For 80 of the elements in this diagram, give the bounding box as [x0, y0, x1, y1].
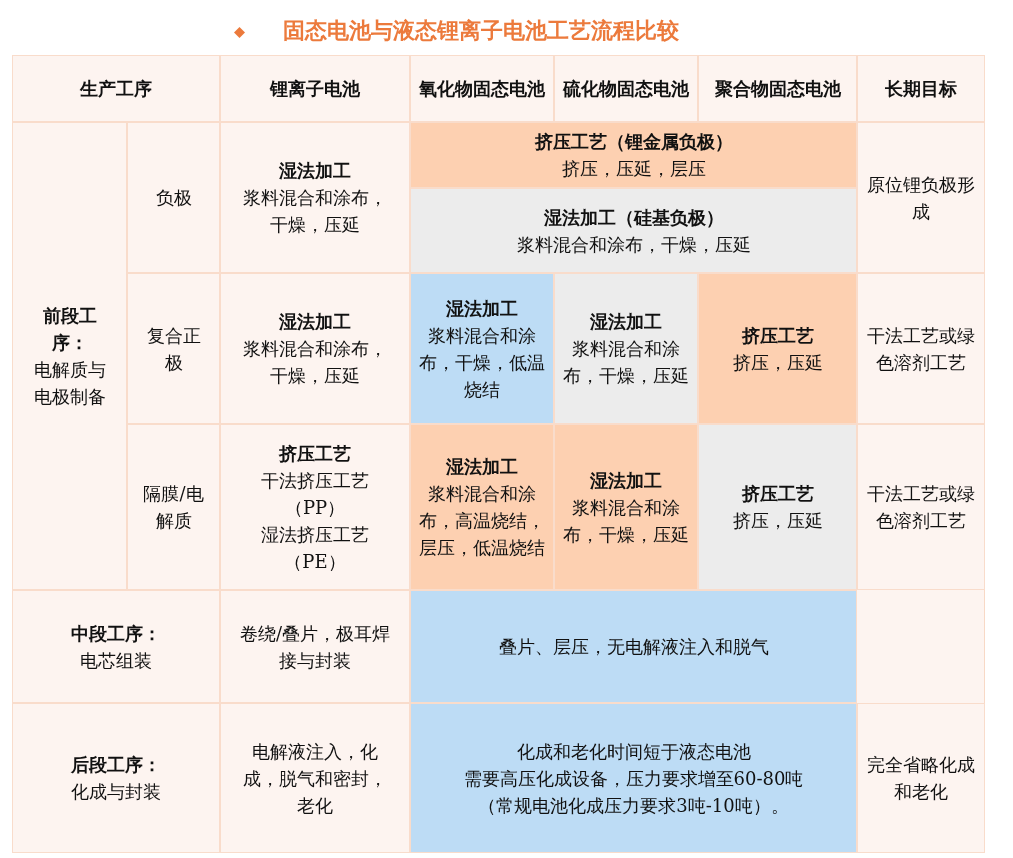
table-cell	[857, 55, 985, 122]
cell-text: 电解液注入，化成，脱气和密封，老化	[242, 739, 388, 818]
cell-heading: 锂离子电池	[270, 77, 360, 101]
cell-text: 完全省略化成和老化	[866, 753, 976, 804]
table-cell	[554, 273, 698, 424]
table-cell	[698, 55, 857, 122]
cell-text: 电芯组装	[80, 648, 152, 673]
cell-heading: 挤压工艺	[741, 482, 814, 506]
cell-heading: 湿法加工	[590, 310, 662, 334]
cell-heading: 挤压工艺	[741, 323, 814, 348]
cell-text: 卷绕/叠片，极耳焊接与封装	[239, 621, 391, 673]
cell-text: 化成和老化时间短于液态电池	[516, 739, 751, 764]
table-cell	[410, 188, 857, 273]
cell-text: 浆料混合和涂布，干燥，压延	[563, 337, 689, 388]
table-cell	[127, 273, 220, 424]
cell-heading: 生产工序	[80, 77, 152, 101]
cell-text: （常规电池化成压力要求3吨-10吨）。	[478, 793, 789, 818]
cell-text: 负极	[155, 186, 192, 210]
cell-heading: 湿法加工	[446, 296, 518, 321]
cell-text: 干法挤压工艺（PP）	[260, 468, 370, 520]
cell-text: 挤压，压延	[732, 509, 823, 533]
cell-text: 复合正极	[145, 323, 202, 375]
cell-heading: 湿法加工	[279, 310, 351, 334]
cell-text: 湿法挤压工艺（PE）	[260, 522, 370, 574]
table-cell	[12, 122, 127, 590]
cell-heading: 长期目标	[885, 77, 957, 101]
cell-text: 浆料混合和涂布，干燥，压延	[242, 337, 388, 388]
table-cell	[220, 273, 410, 424]
cell-heading: 湿法加工	[446, 455, 518, 479]
table-cell	[220, 703, 410, 853]
cell-text: 原位锂负极形成	[866, 172, 976, 224]
table-cell	[857, 424, 985, 590]
title: 固态电池与液态锂离子电池工艺流程比较	[283, 16, 679, 45]
cell-text: 干法工艺或绿色溶剂工艺	[866, 482, 976, 533]
table-cell	[857, 703, 985, 853]
cell-text: 电解质与电极制备	[32, 358, 107, 409]
table-cell	[220, 590, 410, 703]
cell-text: 需要高压化成设备，压力要求增至60-80吨	[463, 766, 804, 791]
table-cell	[410, 703, 857, 853]
table-cell	[12, 703, 220, 853]
table-cell	[410, 55, 554, 122]
cell-text: 浆料混合和涂布，干燥，压延	[516, 232, 751, 257]
cell-heading: 前段工序：	[41, 304, 98, 355]
table-cell	[220, 55, 410, 122]
table-cell	[410, 273, 554, 424]
cell-heading: 中段工序：	[71, 621, 161, 646]
cell-text: 浆料混合和涂布，高温烧结，层压，低温烧结	[419, 482, 545, 560]
table-cell	[410, 424, 554, 590]
table-cell	[127, 122, 220, 273]
table-cell	[12, 590, 220, 703]
cell-heading: 湿法加工	[279, 159, 351, 183]
table-cell	[857, 273, 985, 424]
table-cell	[698, 273, 857, 424]
cell-heading: 湿法加工（硅基负极）	[543, 205, 724, 230]
cell-heading: 硫化物固态电池	[563, 77, 689, 101]
cell-text: 隔膜/电解质	[142, 482, 205, 533]
cell-text: 挤压，压延	[732, 350, 823, 375]
table-cell	[554, 55, 698, 122]
cell-text: 化成与封装	[71, 780, 161, 804]
cell-heading: 聚合物固态电池	[714, 77, 841, 101]
cell-text: 浆料混合和涂布，干燥，低温烧结	[419, 323, 545, 402]
table-cell	[220, 424, 410, 590]
table-cell	[127, 424, 220, 590]
table-cell	[857, 122, 985, 273]
cell-heading: 挤压工艺（锂金属负极）	[534, 130, 733, 154]
cell-heading: 湿法加工	[590, 468, 662, 493]
table-cell	[410, 590, 857, 703]
table-cell	[698, 424, 857, 590]
cell-text: 浆料混合和涂布，干燥，压延	[563, 495, 689, 547]
table-cell	[410, 122, 857, 188]
table-cell	[220, 122, 410, 273]
cell-text: 浆料混合和涂布，干燥，压延	[242, 186, 388, 237]
cell-text: 挤压，压延，层压	[561, 157, 706, 181]
table-cell	[12, 55, 220, 122]
cell-heading: 氧化物固态电池	[419, 77, 545, 101]
cell-heading: 后段工序：	[71, 753, 161, 777]
cell-heading: 挤压工艺	[279, 441, 351, 466]
cell-text: 叠片、层压，无电解液注入和脱气	[498, 635, 769, 659]
cell-text: 干法工艺或绿色溶剂工艺	[866, 323, 976, 375]
table-cell	[554, 424, 698, 590]
